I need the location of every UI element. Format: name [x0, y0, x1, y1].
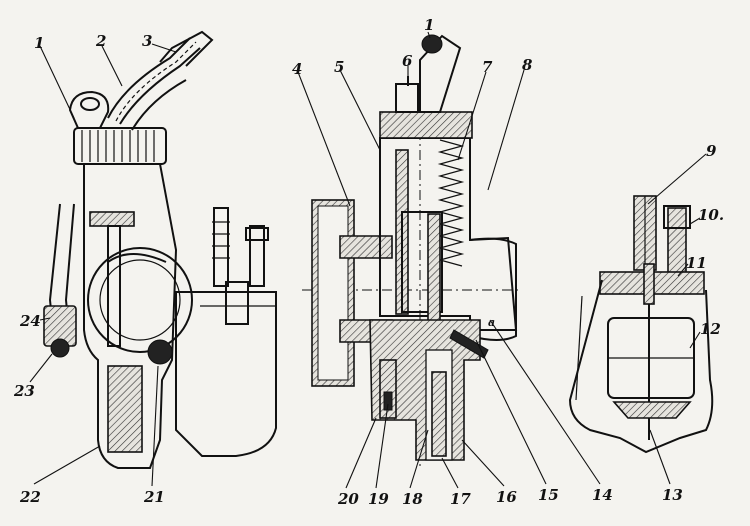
label-21: 21 [143, 488, 165, 506]
label-11: 11 [686, 254, 707, 272]
right-float-chamber-view [568, 195, 714, 454]
label-15: 15 [538, 486, 559, 504]
label-13: 13 [662, 486, 683, 504]
label-24: 24 [19, 312, 41, 330]
label-3-left: 3 [142, 32, 152, 50]
label-9: 9 [706, 142, 717, 160]
label-20: 20 [337, 490, 359, 508]
label-19: 19 [368, 490, 389, 508]
label-1-left: 1 [34, 34, 44, 52]
label-17: 17 [450, 490, 471, 508]
leader-lines [29, 31, 707, 489]
label-1-center: 1 [424, 16, 434, 34]
label-5: 5 [334, 58, 344, 76]
part-labels: 1 2 3 4 5 6 1 7 8 9 10. 11 12 13 14 15 1… [13, 16, 724, 508]
label-2: 2 [95, 32, 106, 50]
label-18: 18 [402, 490, 423, 508]
label-8: 8 [522, 56, 533, 74]
label-4: 4 [292, 60, 302, 78]
label-16: 16 [496, 488, 517, 506]
label-14: 14 [592, 486, 613, 504]
label-23: 23 [13, 382, 35, 400]
label-22: 22 [19, 488, 41, 506]
center-section-view [302, 34, 520, 470]
label-12: 12 [700, 320, 721, 338]
label-7: 7 [482, 58, 493, 76]
left-external-view [43, 30, 277, 469]
label-10: 10. [698, 206, 724, 224]
label-6: 6 [402, 52, 413, 70]
label-a: a [488, 316, 495, 329]
